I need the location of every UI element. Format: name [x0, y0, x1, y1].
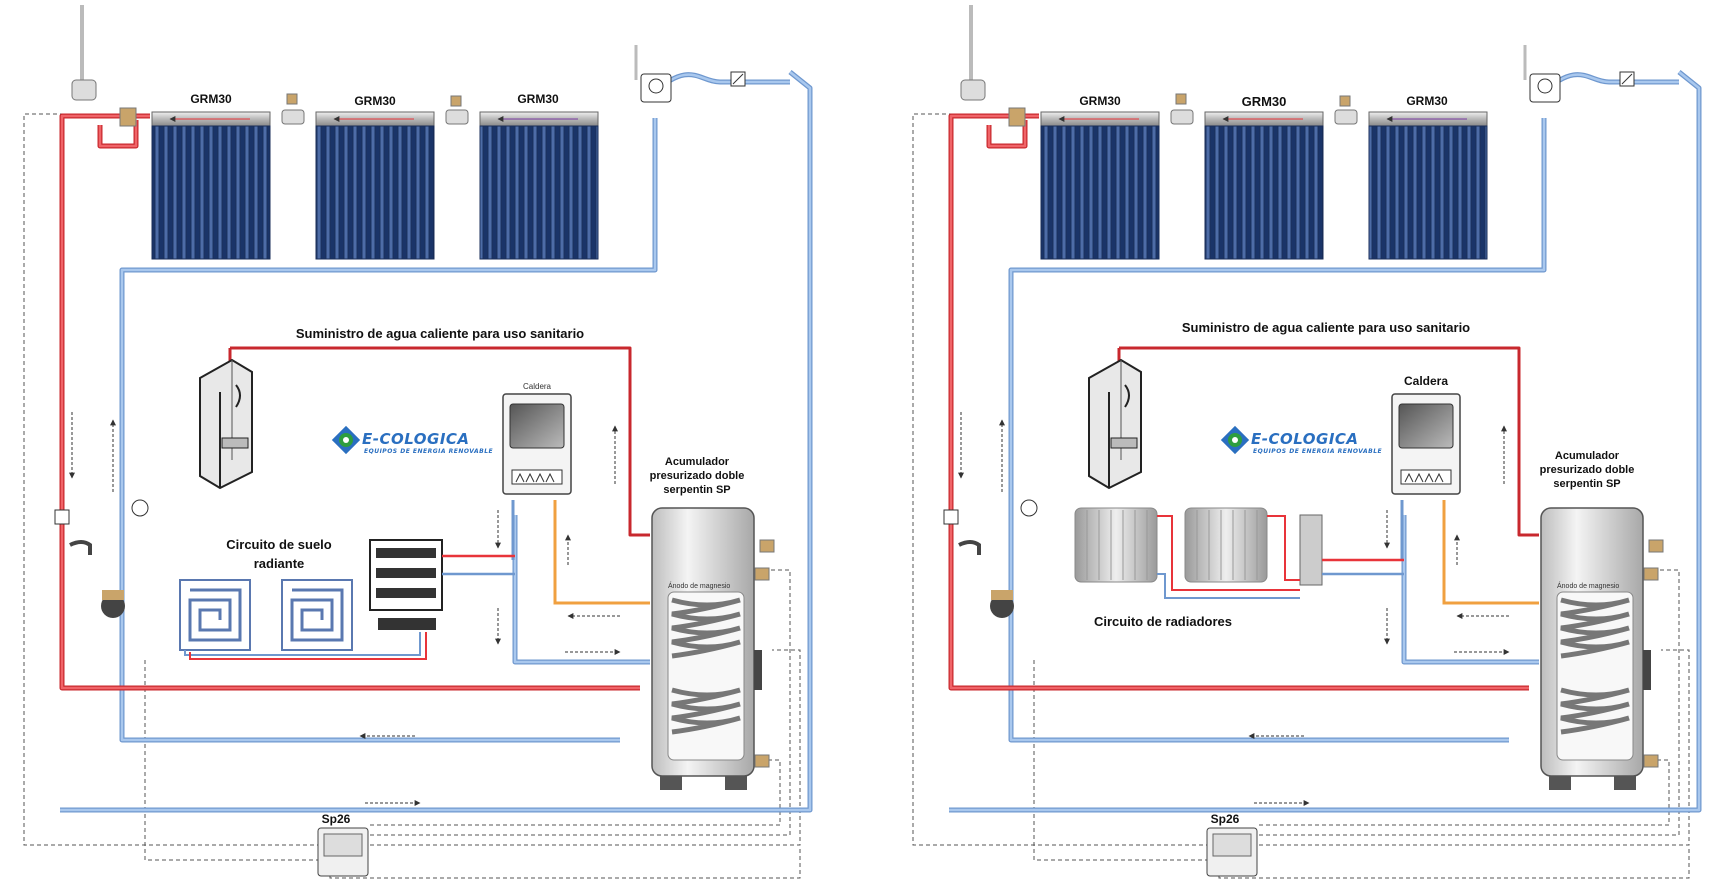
brand-name: E-COLOGICA: [362, 430, 470, 448]
controller-label: Sp26: [321, 812, 351, 826]
flow-arrows: [69, 412, 621, 806]
circuit-label-line2: radiante: [253, 556, 305, 571]
hot-water-loop: [59, 113, 650, 691]
circulation-pump: [54, 499, 149, 618]
boiler-label: Caldera: [522, 382, 552, 391]
supply-title: Suministro de agua caliente para uso san…: [295, 326, 585, 341]
shower-icon: [199, 358, 253, 490]
tank-label-line3: serpentin SP: [663, 484, 731, 496]
boiler-flow: [511, 500, 650, 605]
tank-label-line1: Acumulador: [1554, 450, 1620, 462]
floor-heating-circuit: [179, 539, 515, 660]
boiler-icon: [502, 393, 572, 495]
tank-label-line2: presurizado doble: [1539, 464, 1635, 476]
brand-name: E-COLOGICA: [1251, 430, 1359, 448]
storage-tank: [651, 507, 775, 790]
tank-label-line2: presurizado doble: [649, 470, 745, 482]
sensor-wiring: [23, 113, 801, 879]
controller-box: [317, 827, 369, 877]
supply-title: Suministro de agua caliente para uso san…: [1181, 320, 1471, 335]
boiler-label: Caldera: [1403, 374, 1449, 388]
solar-collector-2: [315, 111, 435, 260]
tank-inner-label: Ánodo de magnesio: [668, 583, 731, 590]
tank-label-line3: serpentin SP: [1553, 478, 1621, 490]
collector-label: GRM30: [1406, 94, 1448, 108]
collector-label: GRM30: [1241, 94, 1287, 109]
circuit-label-line1: Circuito de radiadores: [1094, 614, 1232, 629]
collector-valves: [71, 71, 746, 127]
brand-tagline: EQUIPOS DE ENERGIA RENOVABLE: [364, 448, 494, 455]
cold-water-loop: [60, 70, 813, 813]
tank-inner-label: Ánodo de magnesio: [1557, 583, 1620, 590]
tank-label-line1: Acumulador: [664, 456, 730, 468]
air-vent-pipe: [80, 5, 638, 80]
solar-collector-3: [479, 111, 599, 260]
brand-tagline: EQUIPOS DE ENERGIA RENOVABLE: [1253, 448, 1383, 455]
collector-label: GRM30: [354, 94, 396, 108]
collector-label: GRM30: [190, 92, 232, 106]
brand-logo: [331, 425, 361, 455]
radiator-circuit: [1074, 507, 1404, 599]
controller-label: Sp26: [1210, 812, 1240, 826]
circuit-label-line1: Circuito de suelo: [226, 537, 332, 552]
solar-collector-1: [151, 111, 271, 260]
collector-label: GRM30: [517, 92, 559, 106]
collector-label: GRM30: [1079, 94, 1121, 108]
